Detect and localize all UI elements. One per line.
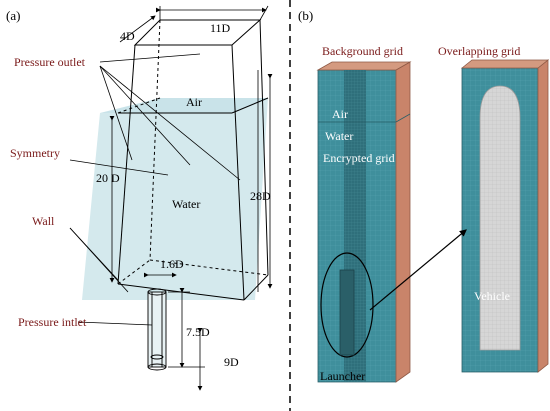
dim-height-left: 20 D: [96, 171, 120, 185]
label-vehicle: Vehicle: [474, 289, 510, 303]
panel-a-dimension-labels: 4D 11D 20 D 28D 1.6D 7.5D 9D: [96, 21, 271, 369]
label-symmetry: Symmetry: [10, 146, 60, 160]
label-encrypted-grid: Encrypted grid: [323, 151, 395, 165]
panel-b-tag: (b): [298, 8, 313, 23]
leader-lines: [69, 53, 241, 326]
label-b-water: Water: [325, 129, 353, 143]
panel-b-labels: Air Water Encrypted grid Vehicle: [323, 107, 510, 303]
panel-a-labels: Pressure outlet Symmetry Wall Pressure i…: [10, 55, 87, 329]
label-launcher: Launcher: [320, 369, 365, 383]
water-surface: [100, 98, 268, 113]
overlapping-grid-block: [460, 59, 550, 373]
launcher-tube: [147, 288, 167, 371]
dimension-lines: [109, 5, 273, 391]
label-water: Water: [172, 197, 200, 211]
domain-box: [117, 19, 269, 301]
panel-a-tag: (a): [6, 8, 20, 23]
launcher-detail: [320, 229, 467, 358]
label-pressure-outlet: Pressure outlet: [14, 55, 86, 69]
label-air: Air: [186, 95, 202, 109]
dim-height-right: 28D: [250, 189, 271, 203]
title-overlapping-grid: Overlapping grid: [438, 44, 520, 58]
panel-b-titles: Background grid Overlapping grid: [322, 44, 520, 58]
dim-launcher-len: 7.5D: [186, 325, 210, 339]
label-b-air: Air: [332, 107, 348, 121]
panel-a: (a): [6, 5, 273, 391]
panel-b: (b) Background grid Overlapping grid: [298, 8, 550, 383]
dim-width: 11D: [210, 21, 231, 35]
label-pressure-inlet: Pressure intlet: [18, 315, 87, 329]
title-background-grid: Background grid: [322, 44, 403, 58]
panel-a-phase-labels: Air Water: [172, 95, 202, 211]
dim-launcher-dia: 1.6D: [160, 257, 184, 271]
label-wall: Wall: [32, 214, 55, 228]
dim-depth: 4D: [120, 29, 135, 43]
vehicle-body: [479, 85, 521, 351]
dim-bottom: 9D: [224, 355, 239, 369]
